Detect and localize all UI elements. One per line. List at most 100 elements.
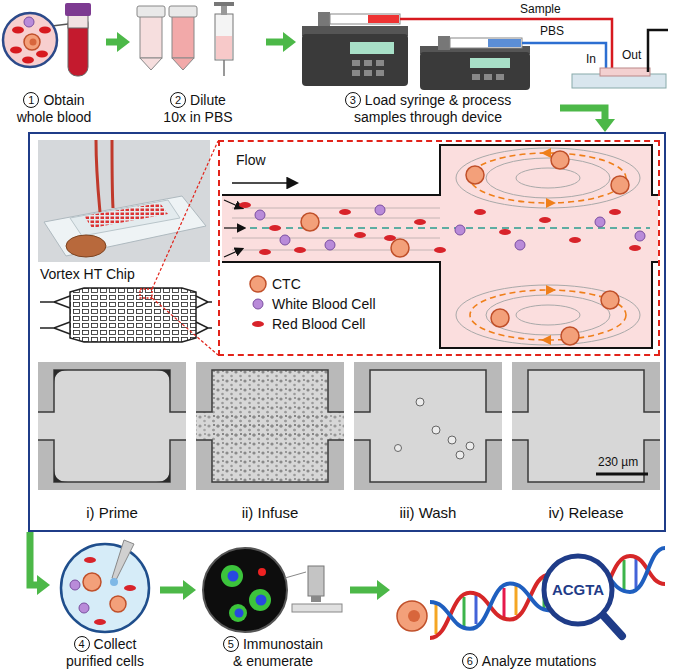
- dilution-tubes: [140, 58, 162, 70]
- vortex-channel: [375, 205, 385, 215]
- vortex-channel: [239, 202, 641, 255]
- dilution-tubes: [140, 16, 162, 58]
- vortex-channel: [224, 200, 242, 208]
- vortex-channel: [561, 327, 579, 345]
- vortex-channel: [629, 245, 641, 251]
- micrograph: [196, 370, 344, 482]
- stained-cells: [308, 566, 324, 596]
- vortex-channel: [470, 290, 626, 340]
- syringe-pumps: [600, 68, 650, 76]
- chip-panel: Vortex HT Chip FlowCTCWhite Blood CellRed…: [28, 132, 666, 532]
- syringe-pumps: [376, 60, 384, 66]
- dilution-tubes: [172, 16, 194, 58]
- vortex-channel: [255, 210, 265, 220]
- micrograph: [196, 362, 344, 490]
- vortex-channel: [239, 202, 251, 208]
- port-label: In: [586, 52, 596, 66]
- vortex-channel: [601, 291, 619, 309]
- vortex-channel: [391, 239, 409, 257]
- arrow-head: [37, 575, 50, 595]
- flow-arrow: [30, 532, 50, 595]
- flow-arrow: [266, 32, 296, 52]
- blood-sample: [12, 27, 24, 34]
- collected-cells: [110, 596, 126, 612]
- micrograph: [354, 362, 502, 490]
- step-number: 5: [223, 636, 239, 652]
- blood-sample: [68, 14, 88, 76]
- collected-cells: [110, 578, 118, 586]
- step-number: 4: [74, 636, 90, 652]
- collected-cells: [83, 573, 101, 591]
- micrograph: [395, 398, 475, 459]
- zoom-inset: FlowCTCWhite Blood CellRed Blood Cell: [218, 140, 660, 356]
- syringe-pumps: [484, 74, 492, 80]
- micrograph-frame: i) Prime: [38, 362, 186, 522]
- panel-title: Vortex HT Chip: [40, 266, 135, 283]
- collected-cells: [124, 585, 136, 591]
- micrograph: [596, 473, 648, 476]
- stained-cells: [203, 548, 287, 632]
- dna-analysis: [397, 548, 665, 638]
- dna-analysis: [430, 556, 665, 638]
- chip-schematic: [196, 296, 212, 302]
- port-label: Out: [622, 48, 641, 62]
- step-caption: 2Dilute 10x in PBS: [160, 92, 236, 126]
- vortex-channel: [551, 151, 569, 169]
- chip-photo: [112, 140, 113, 208]
- flow-arrow: [350, 580, 390, 600]
- syringe-pumps: [420, 52, 530, 90]
- chip-photo: [66, 235, 106, 257]
- vortex-channel: [499, 229, 511, 235]
- chip-schematic: [40, 141, 218, 355]
- stained-cells: [235, 609, 244, 618]
- dilution-tubes: [215, 14, 233, 60]
- syringe-pumps: [400, 19, 612, 72]
- collected-cells: [61, 540, 149, 632]
- dilution-tubes: [137, 2, 234, 76]
- syringe-pumps: [318, 12, 330, 26]
- frame-label: iv) Release: [512, 504, 660, 522]
- vortex-channel: [546, 285, 556, 295]
- stained-cells: [256, 595, 267, 606]
- syringe-pumps: [350, 42, 394, 54]
- vortex-channel: [339, 209, 351, 215]
- blood-sample: [24, 17, 34, 27]
- vortex-channel: [301, 213, 319, 231]
- micrograph: [466, 442, 474, 450]
- collected-cells: [61, 544, 149, 632]
- sequence-label: ACGTA: [552, 581, 604, 599]
- syringe-pumps: [376, 70, 384, 76]
- step-caption: 5Immunostain & enumerate: [219, 636, 327, 670]
- blood-sample: [10, 47, 22, 54]
- syringe-pumps: [330, 14, 400, 24]
- tube-label: Sample: [520, 2, 561, 16]
- syringe-pumps: [302, 12, 668, 90]
- micrograph: [196, 412, 344, 440]
- chip-schematic: [140, 289, 152, 298]
- vortex-channel: [232, 238, 440, 239]
- chip-photo: [38, 140, 210, 262]
- micrograph: [156, 370, 170, 384]
- chip-schematic: [152, 298, 218, 355]
- step-group: 3Load syringe & process samples through …: [296, 2, 560, 126]
- syringe-pumps: [302, 34, 408, 86]
- micrograph: [448, 436, 456, 444]
- vortex-channel: [486, 295, 610, 335]
- collected-cells: [84, 557, 96, 563]
- micrograph: [54, 370, 68, 384]
- micrograph-frame: iv) Release: [512, 362, 660, 522]
- vortex-channel: [569, 237, 581, 243]
- micrograph: [156, 468, 170, 482]
- syringe-pumps: [364, 60, 372, 66]
- chip-schematic: [196, 328, 208, 334]
- step-label: Analyze mutations: [482, 653, 596, 669]
- vortex-channel: [269, 225, 281, 231]
- micrograph-frame: iii) Wash: [354, 362, 502, 522]
- flow-arrow-line: [350, 587, 379, 594]
- blood-sample: [30, 39, 37, 46]
- syringe-pumps: [364, 70, 372, 76]
- tube-label: PBS: [540, 24, 564, 38]
- arrow-head: [183, 580, 196, 600]
- dilution-tubes: [223, 60, 225, 76]
- vortex-channel: [470, 153, 626, 203]
